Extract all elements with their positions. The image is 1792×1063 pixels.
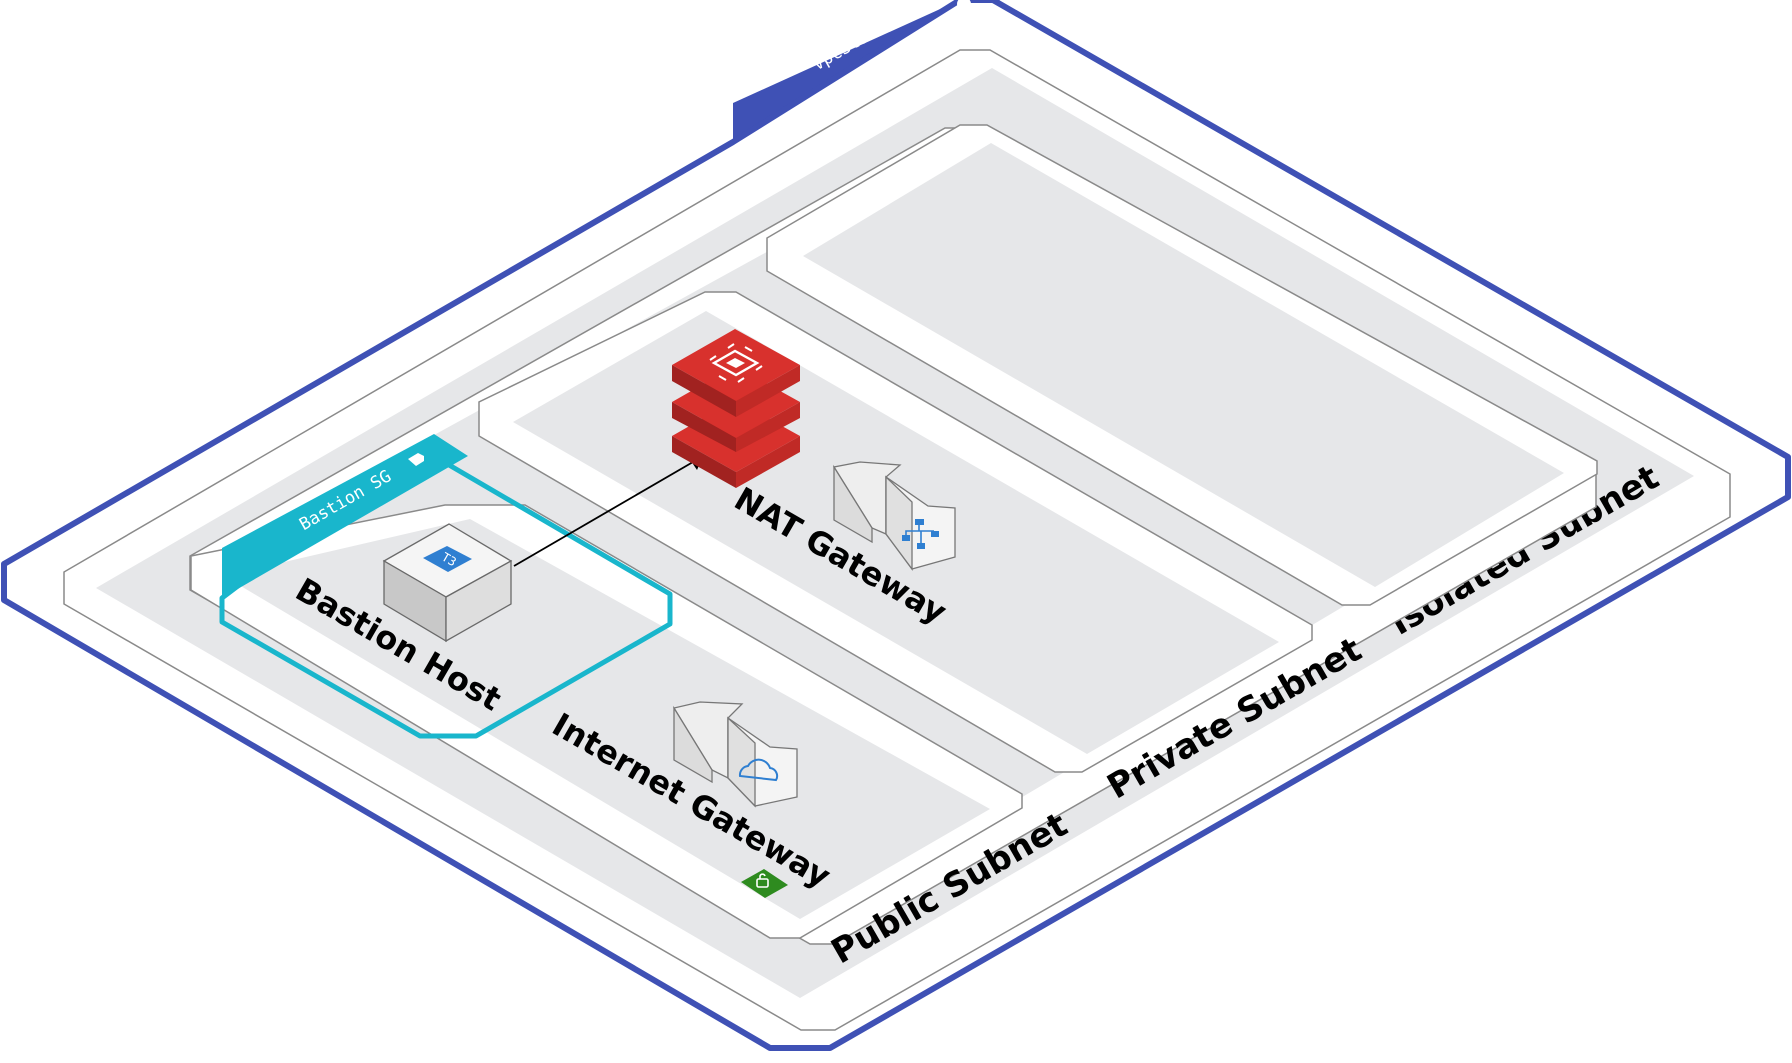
bastion-sg-shield-icon: [408, 453, 424, 466]
bastion-host: T3: [382, 523, 513, 643]
cpu-chip-icon: [709, 343, 763, 383]
vpc-shield-icon: [957, 0, 971, 11]
isolated-subnet-inner-area: [803, 143, 1564, 587]
bastion-sg-outline: [219, 445, 673, 739]
ec2-instance-icon: T3: [423, 546, 472, 572]
internet-gateway-icon: [672, 701, 798, 808]
cloud-icon: [738, 758, 779, 782]
nat-instance: [672, 329, 800, 488]
public-subnet-badge: [741, 869, 788, 898]
network-tree-icon: [902, 519, 939, 549]
svg-text:T3: T3: [439, 550, 459, 569]
nat-gateway-icon: [832, 461, 956, 571]
bastion-sg-header: [222, 434, 468, 598]
